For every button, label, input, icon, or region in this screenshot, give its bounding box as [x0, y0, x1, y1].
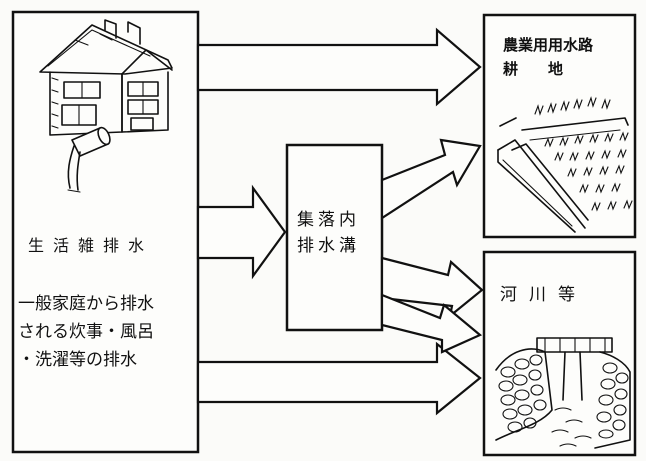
arrow-channel-to-river-2: [380, 293, 483, 354]
household-description: 一般家庭から排水 される炊事・風呂 ・洗濯等の排水: [18, 290, 154, 374]
channel-box: [285, 143, 384, 332]
river-bridge-icon: [495, 337, 631, 449]
household-box: [11, 10, 200, 454]
drain-pipe-icon: [67, 126, 111, 193]
farmland-label-line2: 耕 地: [503, 60, 564, 78]
household-description-line: される炊事・風呂: [18, 322, 154, 342]
river-box: [482, 250, 637, 457]
arrow-household-to-river: [196, 341, 482, 416]
house-icon: [39, 19, 173, 136]
arrow-household-to-farmland: [196, 27, 482, 107]
household-title: 生活雑排水: [28, 236, 154, 255]
river-label: 河川等: [500, 285, 587, 305]
household-description-line: 一般家庭から排水: [18, 294, 154, 314]
arrow-household-to-channel: [196, 184, 287, 280]
household-description-line: ・洗濯等の排水: [18, 350, 137, 370]
farmland-label-line1: 農業用用水路: [503, 36, 594, 54]
channel-label-line1: 集落内: [297, 210, 360, 230]
channel-label-line2: 排水溝: [297, 236, 360, 256]
paddy-field-icon: [497, 96, 633, 233]
arrow-channel-to-farmland: [380, 138, 482, 221]
